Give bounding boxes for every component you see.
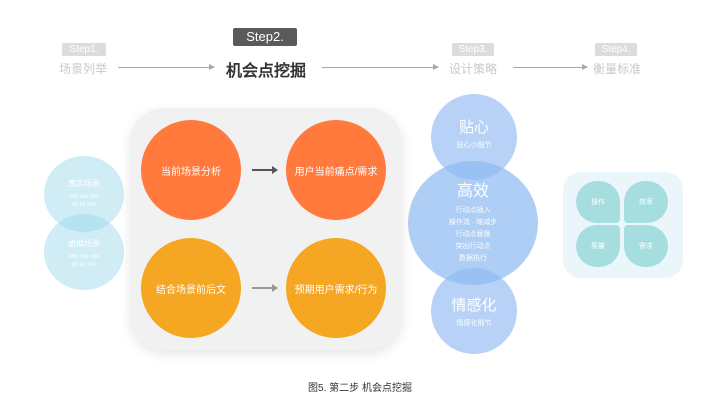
real-scene-sub2: xx xx xxx	[71, 202, 97, 208]
caring-sub: 贴心小细节	[456, 142, 492, 149]
virtual-scene-title: 虚拟场景	[68, 239, 100, 248]
measure-label-4: 需求	[639, 243, 653, 250]
context-label: 结合场景前后文	[156, 284, 226, 296]
step-arrow-2	[322, 64, 439, 70]
efficiency-line-5: 数据执行	[459, 255, 487, 262]
real-scene-bubble: 真实场景 xxx xxx xxx xx xx xxx	[44, 156, 124, 232]
virtual-scene-bubble: 虚拟场景 xxx xxx xxx xx xx xxx	[44, 214, 124, 290]
emotion-sub: 情感化细节	[456, 320, 492, 327]
step1-badge: Step1.	[62, 43, 106, 56]
row1-arrow	[252, 166, 278, 174]
efficiency-line-4: 突出行动点	[455, 243, 491, 250]
pain-point-label: 用户当前痛点/需求	[294, 166, 378, 178]
measure-quadrant-1: 操作	[576, 181, 620, 223]
pain-point-circle: 用户当前痛点/需求	[286, 120, 386, 220]
step-arrow-1	[118, 64, 215, 70]
scene-analysis-circle: 当前场景分析	[141, 120, 241, 220]
context-circle: 结合场景前后文	[141, 238, 241, 338]
step2-badge: Step2.	[233, 28, 297, 46]
real-scene-sub1: xxx xxx xxx	[68, 194, 100, 200]
measure-quadrant-3: 质量	[576, 225, 620, 267]
efficiency-line-1: 行动点插入	[455, 207, 491, 214]
measure-quadrant-2: 效率	[624, 181, 668, 223]
efficiency-title: 高效	[456, 183, 489, 200]
expected-need-label: 预期用户需求/行为	[294, 284, 378, 296]
step3-badge: Step3.	[452, 43, 494, 56]
emotion-title: 情感化	[451, 297, 497, 314]
measure-label-3: 质量	[591, 243, 605, 250]
step3-name: 设计策略	[448, 62, 497, 76]
real-scene-title: 真实场景	[68, 179, 100, 188]
scene-analysis-label: 当前场景分析	[161, 166, 221, 178]
step4-badge: Step4.	[595, 43, 637, 56]
caring-title: 贴心	[458, 119, 489, 136]
measure-label-2: 效率	[639, 199, 653, 206]
expected-need-circle: 预期用户需求/行为	[286, 238, 386, 338]
step1-name: 场景列举	[58, 62, 107, 76]
step2-name: 机会点挖掘	[225, 63, 306, 80]
row2-arrow	[252, 284, 278, 292]
step4-name: 衡量标准	[592, 62, 641, 76]
efficiency-line-3: 行动点替换	[455, 231, 491, 238]
virtual-scene-sub1: xxx xxx xxx	[68, 254, 100, 260]
efficiency-bubble: 高效 行动点插入 操作流 · 缩减步 行动点替换 突出行动点 数据执行	[408, 161, 538, 285]
figure-caption: 图5. 第二步 机会点挖掘	[308, 383, 412, 394]
virtual-scene-sub2: xx xx xxx	[71, 262, 97, 268]
measure-label-1: 操作	[591, 199, 605, 206]
efficiency-line-2: 操作流 · 缩减步	[448, 219, 498, 226]
step-arrow-3	[513, 64, 588, 70]
measure-quadrant-4: 需求	[624, 225, 668, 267]
